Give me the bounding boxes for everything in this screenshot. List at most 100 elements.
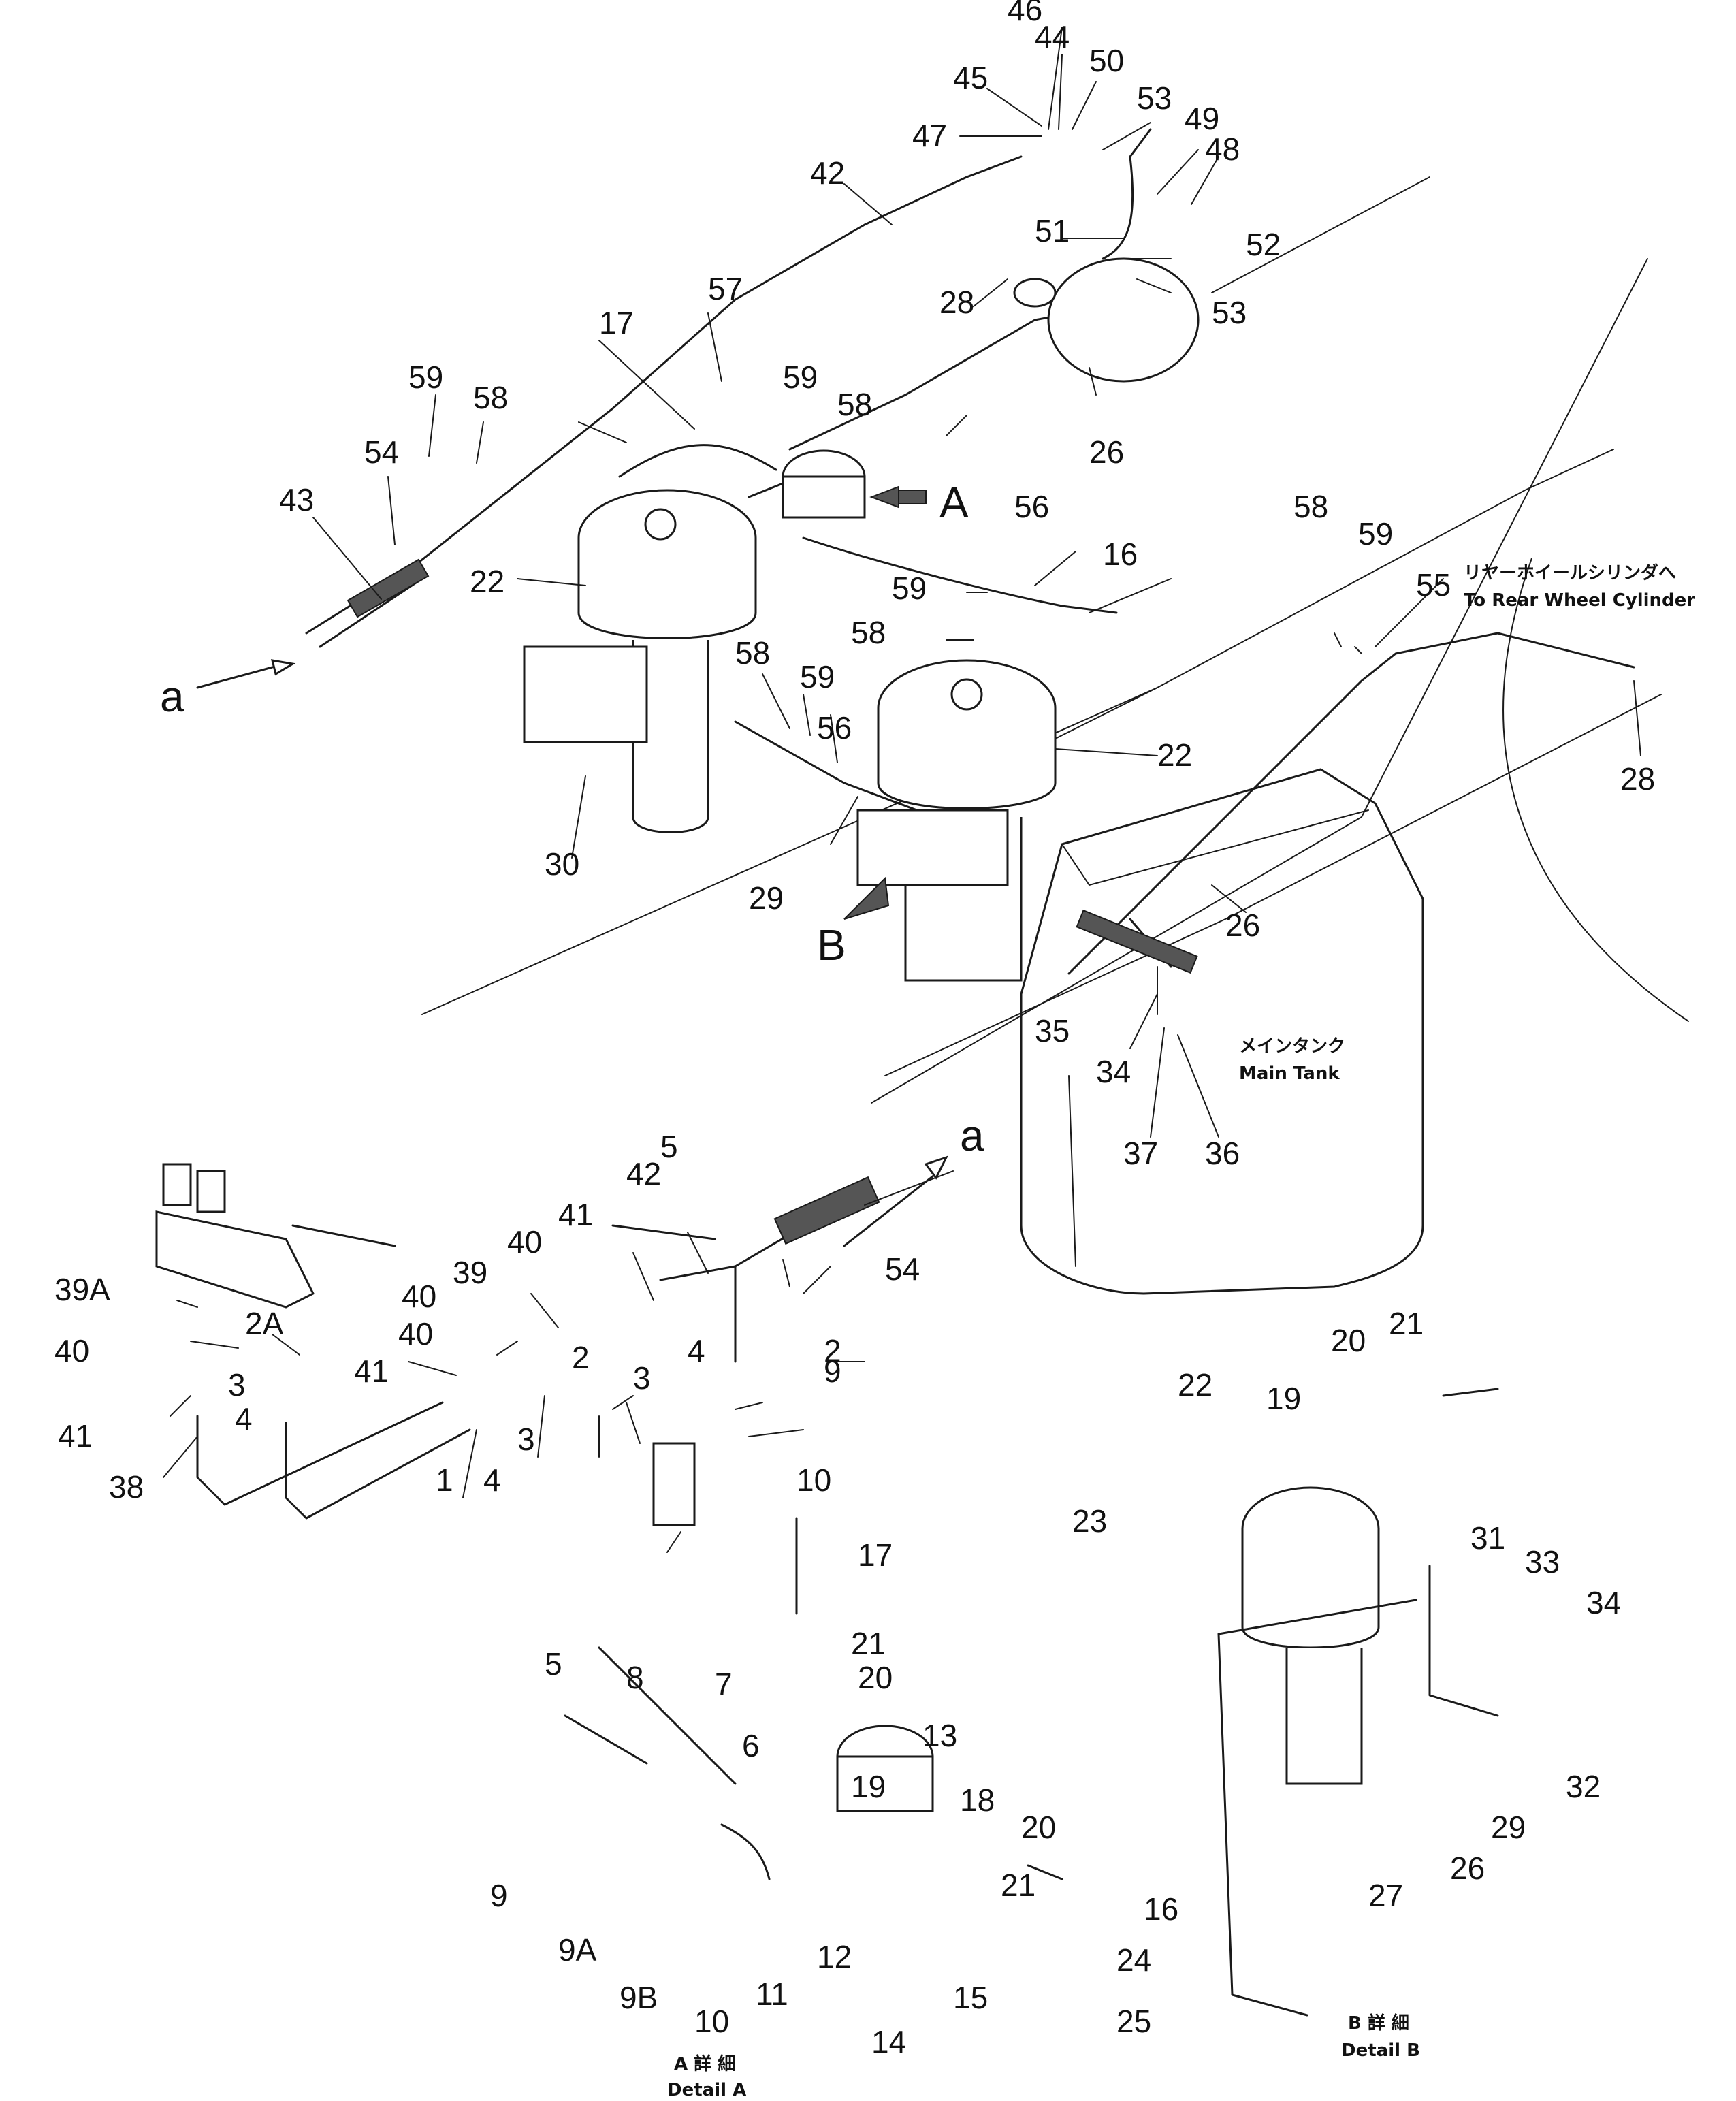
part-label: 55 bbox=[1416, 567, 1451, 603]
part-label: 9A bbox=[558, 1932, 597, 1968]
part-label: 31 bbox=[1470, 1520, 1505, 1556]
part-label: 5 bbox=[660, 1129, 678, 1164]
part-label: 10 bbox=[797, 1462, 831, 1498]
valve-block-top bbox=[782, 449, 866, 519]
part-label: 33 bbox=[1525, 1544, 1560, 1579]
part-label: 39A bbox=[54, 1272, 110, 1307]
leader-lines bbox=[163, 27, 1641, 1553]
lower-left-assembly bbox=[155, 1163, 880, 1526]
part-label: 44 bbox=[1035, 19, 1070, 54]
part-label: 15 bbox=[953, 1980, 988, 2015]
part-label: 9 bbox=[824, 1353, 841, 1389]
part-label: 30 bbox=[545, 846, 579, 882]
part-label: 19 bbox=[1266, 1381, 1301, 1416]
part-label: 28 bbox=[939, 285, 974, 320]
chassis-frame bbox=[421, 176, 1689, 1104]
part-label: 4 bbox=[483, 1462, 501, 1498]
rear-wheel-en: To Rear Wheel Cylinder bbox=[1464, 590, 1695, 611]
part-label: 23 bbox=[1072, 1503, 1107, 1539]
part-label: 59 bbox=[783, 359, 818, 395]
part-label: 21 bbox=[1389, 1306, 1424, 1341]
part-label: 35 bbox=[1035, 1013, 1070, 1048]
part-label: 2 bbox=[824, 1333, 841, 1368]
part-label: 34 bbox=[1586, 1585, 1621, 1620]
part-label: 9B bbox=[620, 1980, 658, 2015]
part-label: 20 bbox=[1331, 1323, 1366, 1358]
part-label: 21 bbox=[1001, 1867, 1035, 1903]
part-label: 8 bbox=[626, 1660, 644, 1695]
part-label: 58 bbox=[851, 615, 886, 650]
part-label: 5 bbox=[545, 1646, 562, 1682]
part-label: 26 bbox=[1225, 908, 1260, 943]
part-label: 40 bbox=[398, 1316, 433, 1351]
part-label: 59 bbox=[408, 359, 443, 395]
master-cylinder-left bbox=[523, 489, 757, 833]
part-label: 17 bbox=[599, 305, 634, 340]
part-label: 13 bbox=[922, 1718, 957, 1753]
part-label: 59 bbox=[892, 571, 927, 606]
piping-upper bbox=[305, 128, 1635, 975]
detail-b-assembly bbox=[1217, 1388, 1499, 2017]
arrow-a-label: a bbox=[160, 672, 184, 721]
part-label: 54 bbox=[364, 434, 399, 470]
part-label: 16 bbox=[1103, 536, 1138, 572]
part-label: 1 bbox=[436, 1462, 453, 1498]
rear-wheel-jp: リヤーホイールシリンダへ bbox=[1464, 562, 1676, 583]
part-label: 22 bbox=[1157, 737, 1192, 773]
part-label: 58 bbox=[837, 387, 872, 422]
main-tank-en: Main Tank bbox=[1239, 1063, 1340, 1084]
part-label: 3 bbox=[633, 1360, 651, 1396]
part-label: 52 bbox=[1246, 227, 1281, 262]
part-label: 45 bbox=[953, 60, 988, 95]
part-label: 58 bbox=[473, 380, 508, 415]
part-label: 36 bbox=[1205, 1136, 1240, 1171]
part-label: 32 bbox=[1566, 1769, 1601, 1804]
main-tank-jp: メインタンク bbox=[1239, 1036, 1345, 1057]
part-label: 2A bbox=[245, 1306, 284, 1341]
part-label: 29 bbox=[749, 880, 784, 916]
part-label: 2 bbox=[572, 1340, 590, 1375]
part-label: 47 bbox=[912, 118, 947, 153]
detail-a-en: Detail A bbox=[667, 2080, 746, 2100]
part-label: 48 bbox=[1205, 131, 1240, 167]
part-label: 20 bbox=[858, 1660, 893, 1695]
part-label: 17 bbox=[858, 1537, 893, 1573]
part-label: 39 bbox=[453, 1255, 487, 1290]
part-label: 25 bbox=[1116, 2004, 1151, 2039]
arrow-a-label-lower: a bbox=[960, 1111, 984, 1160]
part-label: 46 bbox=[1008, 0, 1042, 27]
part-label: 14 bbox=[871, 2024, 906, 2059]
detail-a-assembly bbox=[564, 1517, 1063, 1880]
part-label: 58 bbox=[1293, 489, 1328, 524]
detail-a-jp: A 詳 細 bbox=[674, 2053, 735, 2074]
view-b-label: B bbox=[817, 920, 846, 969]
part-label: 51 bbox=[1035, 213, 1070, 248]
part-label: 3 bbox=[517, 1422, 535, 1457]
part-label: 22 bbox=[1178, 1367, 1212, 1402]
part-label: 40 bbox=[402, 1279, 436, 1314]
part-label: 9 bbox=[490, 1878, 508, 1913]
part-label: 56 bbox=[1014, 489, 1049, 524]
annotation-texts: a a A B リヤーホイールシリンダへ To Rear Wheel Cylin… bbox=[160, 478, 1695, 2100]
part-label: 18 bbox=[960, 1782, 995, 1818]
part-label: 43 bbox=[279, 482, 314, 517]
part-label: 29 bbox=[1491, 1810, 1526, 1845]
part-label: 54 bbox=[885, 1251, 920, 1287]
part-label: 56 bbox=[817, 710, 852, 745]
part-label: 53 bbox=[1212, 295, 1247, 330]
part-label: 19 bbox=[851, 1769, 886, 1804]
direction-arrows bbox=[196, 485, 948, 1247]
part-label: 6 bbox=[742, 1728, 760, 1763]
part-label: 7 bbox=[715, 1667, 733, 1702]
part-label: 40 bbox=[54, 1333, 89, 1368]
view-a-label: A bbox=[939, 478, 969, 527]
part-label: 40 bbox=[507, 1224, 542, 1260]
part-label: 49 bbox=[1185, 101, 1219, 136]
part-label: 21 bbox=[851, 1626, 886, 1661]
part-label: 3 bbox=[228, 1367, 246, 1402]
main-tank bbox=[1020, 768, 1424, 1295]
part-label: 11 bbox=[756, 1976, 788, 2012]
part-label: 4 bbox=[688, 1333, 705, 1368]
detail-b-en: Detail B bbox=[1341, 2040, 1420, 2061]
